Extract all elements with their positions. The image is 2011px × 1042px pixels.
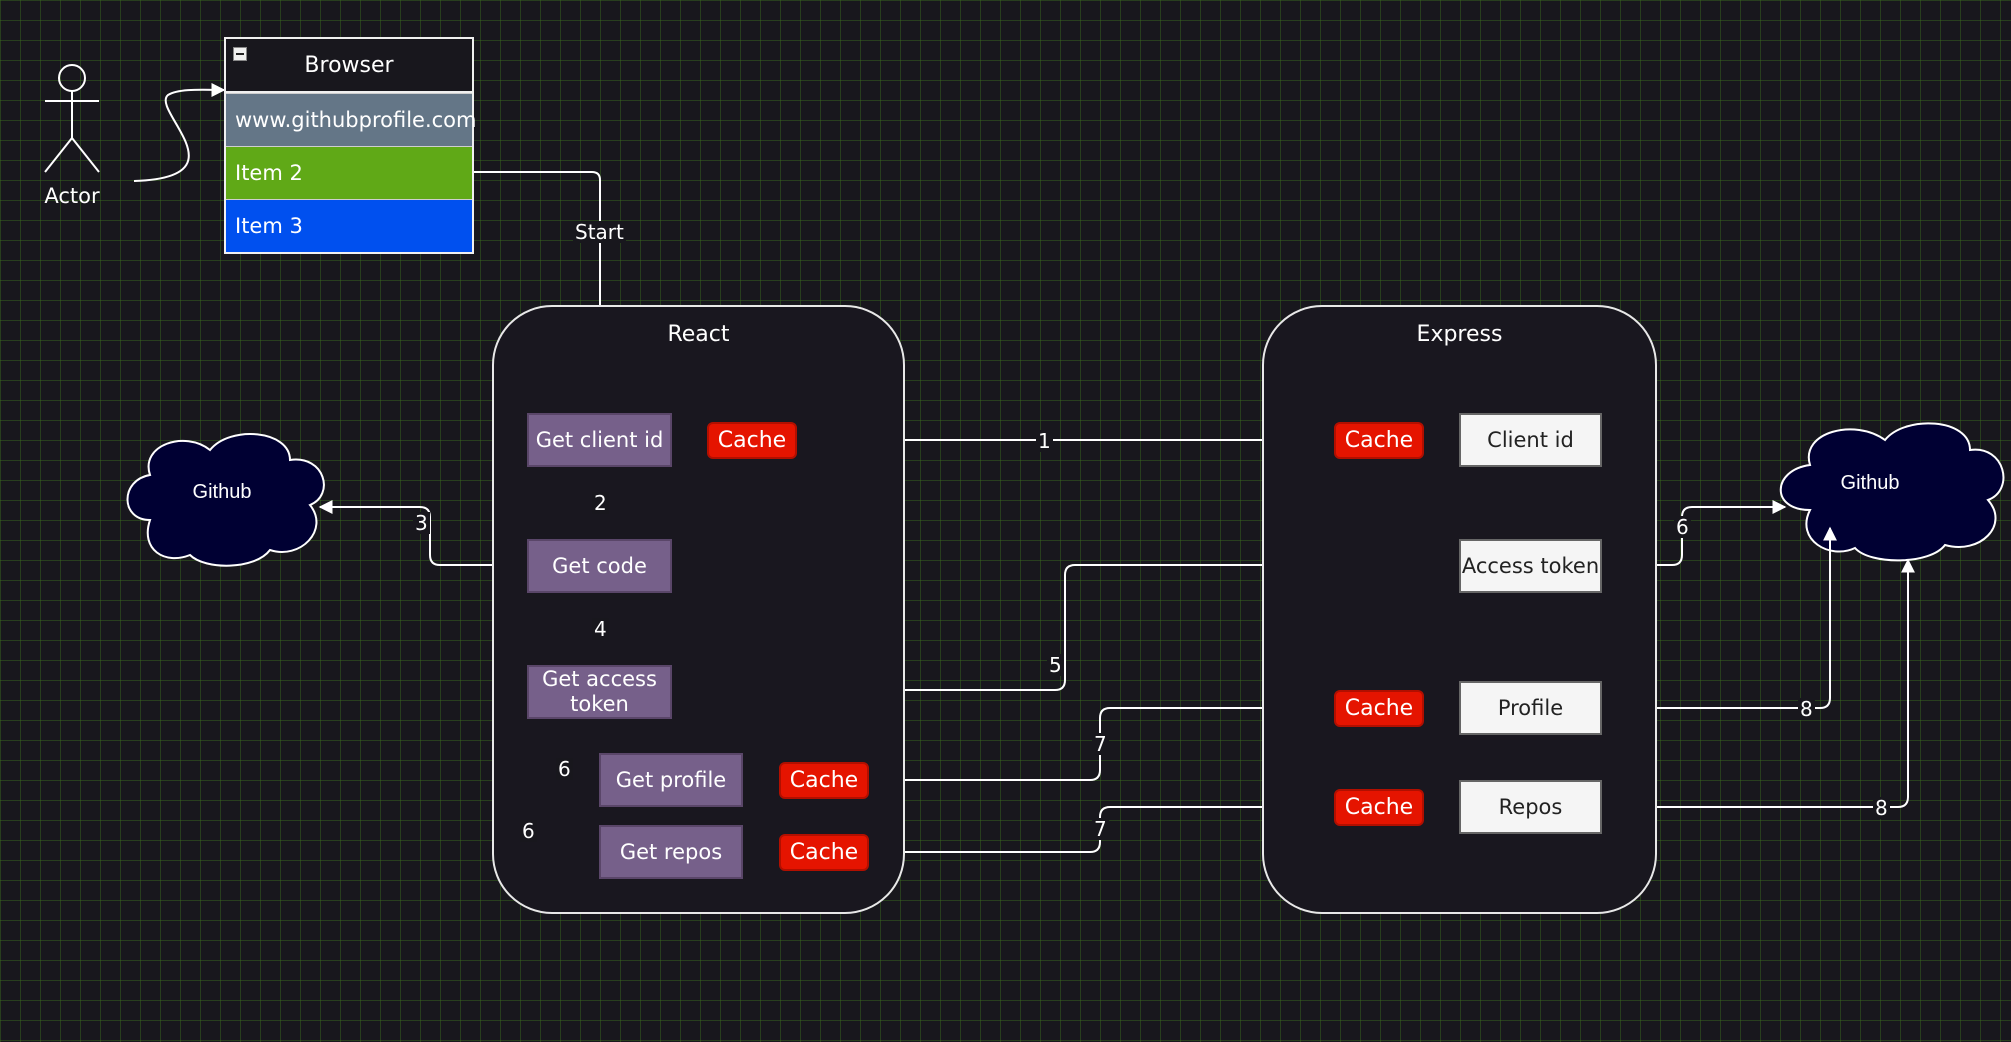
repos-node[interactable]: Repos <box>1459 780 1602 834</box>
github-cloud-right[interactable] <box>1779 422 2005 562</box>
cache-client-id-express[interactable]: Cache <box>1334 422 1424 459</box>
edge-label-8-repos: 8 <box>1873 796 1890 820</box>
edge-label-6-profile: 6 <box>556 757 573 781</box>
access-token-node[interactable]: Access token <box>1459 539 1602 593</box>
get-client-id-node[interactable]: Get client id <box>527 413 672 467</box>
edge-label-1: 1 <box>1036 429 1053 453</box>
edge-start <box>474 171 607 413</box>
browser-item-url[interactable]: www.githubprofile.com <box>226 93 476 146</box>
browser-item-3[interactable]: Item 3 <box>226 199 472 252</box>
cache-repos-react[interactable]: Cache <box>779 834 869 871</box>
react-title: React <box>667 322 730 347</box>
edge-label-4: 4 <box>592 617 609 641</box>
cache-profile-express[interactable]: Cache <box>1334 690 1424 727</box>
get-repos-node[interactable]: Get repos <box>599 825 743 879</box>
edge-5 <box>672 558 1460 691</box>
cache-repos-express[interactable]: Cache <box>1334 789 1424 826</box>
github-right-label: Github <box>1840 472 1900 494</box>
profile-node[interactable]: Profile <box>1459 681 1602 735</box>
edge-label-5: 5 <box>1047 653 1064 677</box>
edge-label-3: 3 <box>413 511 430 535</box>
client-id-node[interactable]: Client id <box>1459 413 1602 467</box>
edge-label-7-profile: 7 <box>1092 732 1109 756</box>
edge-label-start: Start <box>573 220 626 244</box>
github-left-label: Github <box>192 481 252 503</box>
browser-title: Browser <box>304 52 394 78</box>
edge-actor-browser <box>133 82 226 182</box>
github-cloud-left[interactable] <box>126 433 325 567</box>
express-title: Express <box>1416 322 1503 347</box>
edge-3 <box>318 500 527 566</box>
cache-profile-react[interactable]: Cache <box>779 762 869 799</box>
browser-list[interactable]: Browser www.githubprofile.com Item 2 Ite… <box>224 37 476 254</box>
edge-label-6-repos: 6 <box>520 819 537 843</box>
edge-label-2: 2 <box>592 491 609 515</box>
browser-item-2[interactable]: Item 2 <box>226 146 472 199</box>
edge-8-profile <box>1602 526 1837 709</box>
edge-label-6-right: 6 <box>1674 515 1691 539</box>
actor-icon[interactable] <box>44 64 100 173</box>
edge-8-repos <box>1602 558 1915 808</box>
cache-client-id-react[interactable]: Cache <box>707 422 797 459</box>
edge-label-7-repos: 7 <box>1092 817 1109 841</box>
browser-header: Browser <box>226 39 472 93</box>
react-container[interactable]: React <box>492 305 905 914</box>
get-access-token-node[interactable]: Get access token <box>527 665 672 719</box>
collapse-icon[interactable] <box>233 47 247 61</box>
get-code-node[interactable]: Get code <box>527 539 672 593</box>
actor-label: Actor <box>44 184 100 208</box>
get-profile-node[interactable]: Get profile <box>599 753 743 807</box>
edge-label-8-profile: 8 <box>1798 697 1815 721</box>
